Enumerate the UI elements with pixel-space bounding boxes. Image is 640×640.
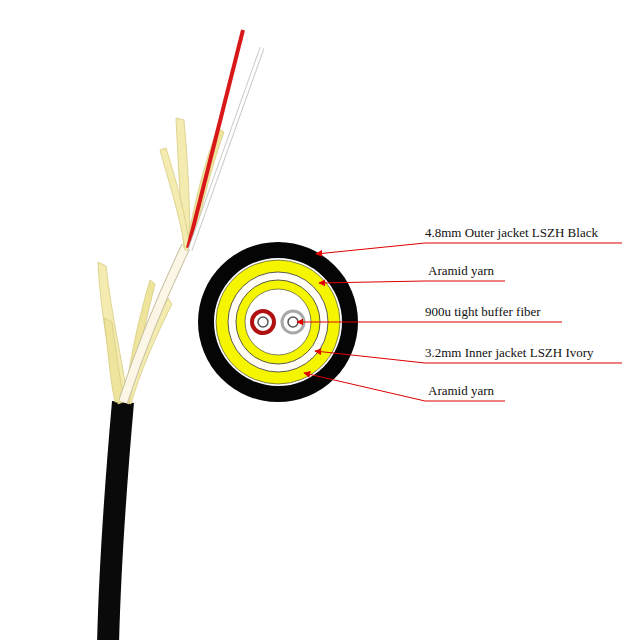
leader-line — [297, 322, 562, 323]
callout-label: 900u tight buffer fiber — [425, 304, 541, 320]
callout-label: Aramid yarn — [428, 263, 494, 279]
callout-label: Aramid yarn — [428, 383, 494, 399]
callout-label: 3.2mm Inner jacket LSZH Ivory — [425, 345, 594, 361]
callout-label: 4.8mm Outer jacket LSZH Black — [425, 225, 598, 241]
leader-lines — [297, 243, 622, 401]
leader-line — [319, 281, 505, 283]
leader-line — [304, 373, 505, 401]
leader-line — [316, 243, 622, 254]
